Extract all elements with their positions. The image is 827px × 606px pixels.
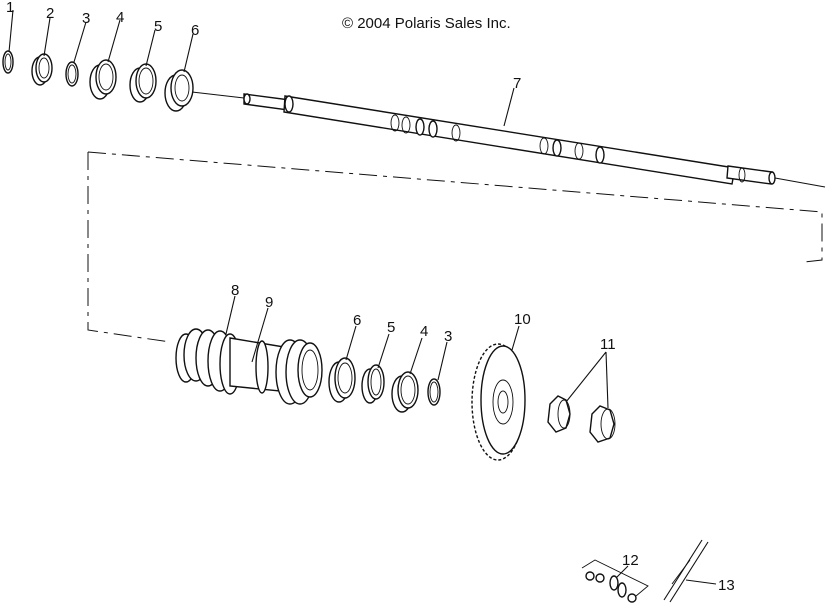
callout-6-top: 6 bbox=[191, 22, 199, 39]
part-2-seal bbox=[31, 53, 53, 86]
part-11-axle-nut-b bbox=[589, 405, 616, 443]
axis-line-right bbox=[774, 177, 826, 188]
callout-12: 12 bbox=[622, 552, 639, 569]
callout-5-bottom: 5 bbox=[387, 319, 395, 336]
part-3-lower-snap-ring bbox=[427, 378, 441, 406]
callout-1: 1 bbox=[6, 0, 14, 16]
callout-5-top: 5 bbox=[154, 18, 162, 35]
part-1-snap-ring bbox=[2, 50, 14, 74]
part-13-bolt bbox=[663, 539, 709, 603]
callout-10: 10 bbox=[514, 311, 531, 328]
part-10-sprocket bbox=[471, 343, 526, 461]
part-3-snap-ring bbox=[65, 61, 79, 87]
callout-3-top: 3 bbox=[82, 10, 90, 27]
part-4-lower-bearing-race bbox=[391, 371, 419, 413]
callout-4-bottom: 4 bbox=[420, 323, 428, 340]
callout-7: 7 bbox=[513, 75, 521, 92]
copyright-notice: © 2004 Polaris Sales Inc. bbox=[342, 15, 511, 32]
alignment-path-right bbox=[87, 151, 823, 263]
part-5-bearing bbox=[129, 63, 157, 103]
leader-lines bbox=[8, 9, 717, 585]
alignment-path-left bbox=[87, 152, 171, 343]
axis-line-top bbox=[191, 91, 245, 99]
part-7-rear-axle bbox=[243, 93, 776, 185]
callout-labels: 1 2 3 4 5 6 7 8 9 6 5 4 3 10 11 12 13 bbox=[6, 0, 735, 594]
callout-8: 8 bbox=[231, 282, 239, 299]
callout-6-bottom: 6 bbox=[353, 312, 361, 329]
part-4-bearing-race bbox=[89, 59, 117, 100]
callout-3-bottom: 3 bbox=[444, 328, 452, 345]
callout-4-top: 4 bbox=[116, 9, 124, 26]
part-6-lower-bearing-housing bbox=[328, 357, 356, 403]
callout-13: 13 bbox=[718, 577, 735, 594]
part-11-axle-nut-a bbox=[547, 395, 571, 433]
callout-2: 2 bbox=[46, 5, 54, 22]
callout-9: 9 bbox=[265, 294, 273, 311]
part-9-axle-hub bbox=[229, 337, 323, 405]
callout-11: 11 bbox=[600, 336, 616, 353]
part-5-lower-bearing bbox=[361, 364, 385, 404]
part-6-bearing-housing bbox=[164, 69, 194, 112]
